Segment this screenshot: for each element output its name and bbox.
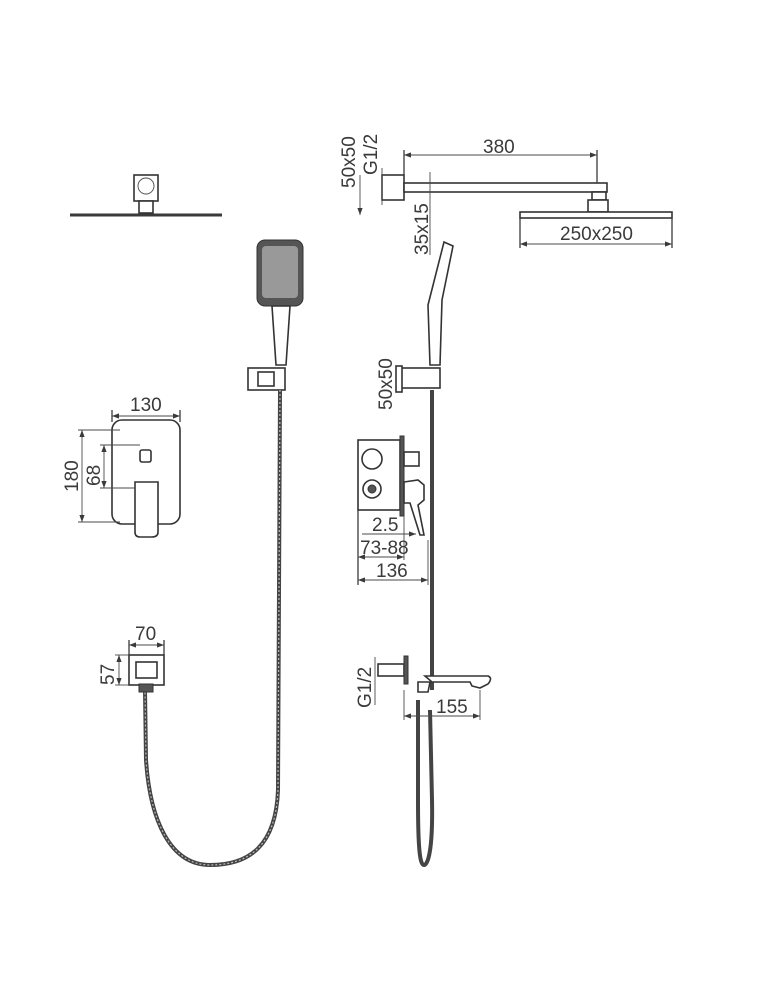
dim-thread-top: G1/2 bbox=[361, 134, 382, 175]
mixer-valve-front bbox=[78, 410, 181, 538]
dim-arm-section: 35x15 bbox=[412, 203, 433, 255]
hose-side bbox=[416, 390, 435, 868]
bath-spout-side bbox=[374, 655, 492, 720]
dim-valve-height: 180 bbox=[62, 460, 83, 492]
rain-head-front-view bbox=[70, 174, 222, 217]
dim-outlet-width: 70 bbox=[135, 624, 156, 645]
dim-valve-inner: 68 bbox=[84, 465, 105, 486]
dim-outlet-height: 57 bbox=[98, 664, 119, 685]
dim-valve-width: 130 bbox=[130, 395, 162, 416]
wall-outlet-front bbox=[115, 640, 165, 693]
dim-holder-flange: 50x50 bbox=[376, 358, 397, 410]
dim-plate-thickness: 2.5 bbox=[372, 515, 398, 536]
dim-380: 380 bbox=[483, 137, 515, 158]
dim-install-depth: 73-88 bbox=[360, 538, 409, 559]
shower-arm-side-view bbox=[357, 150, 673, 255]
dim-thread-spout: G1/2 bbox=[355, 667, 376, 708]
dim-total-depth: 136 bbox=[376, 561, 408, 582]
hand-shower-front bbox=[247, 239, 304, 391]
hand-shower-side bbox=[395, 240, 454, 393]
dim-head-size: 250x250 bbox=[560, 224, 633, 245]
dim-spout-length: 155 bbox=[436, 697, 468, 718]
mixer-valve-side bbox=[357, 435, 429, 585]
dim-wall-flange: 50x50 bbox=[339, 136, 360, 188]
